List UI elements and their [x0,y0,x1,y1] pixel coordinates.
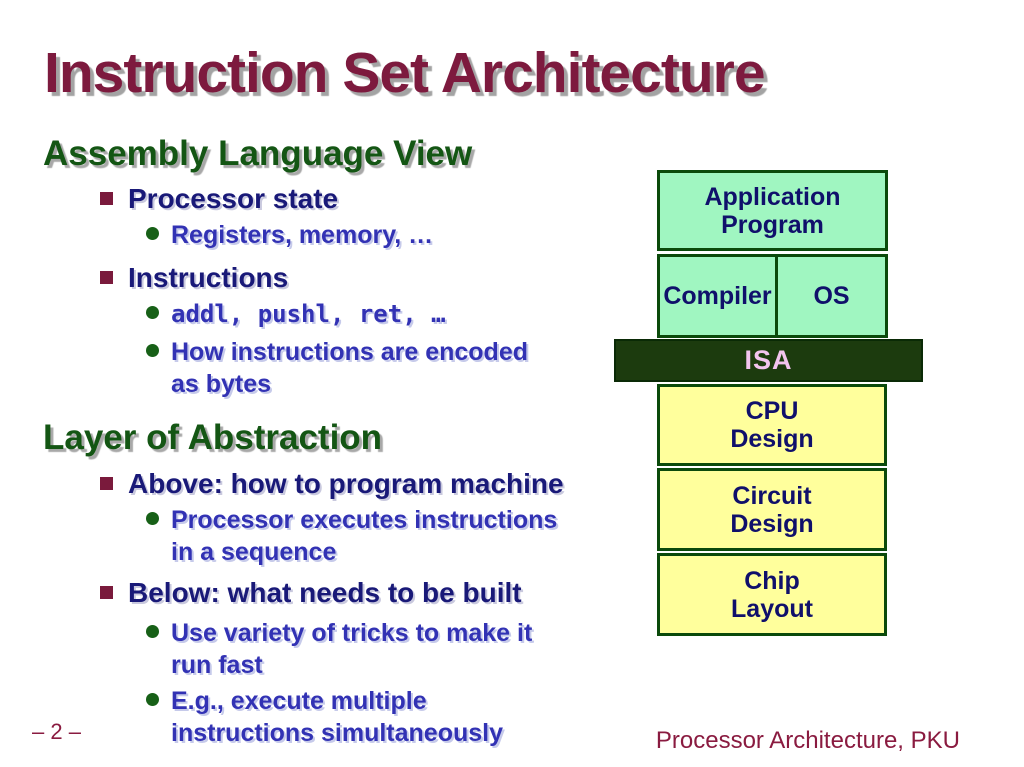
box-label: CPU Design [730,397,814,453]
subbullet-how-encoded: How instructions are encoded as bytes [146,336,528,400]
subbullet-text: Processor executes instructions in a seq… [171,506,558,566]
page-number: – 2 – [32,719,81,744]
square-bullet-icon [100,477,113,490]
circle-bullet-icon [146,344,159,357]
subbullet-text: How instructions are encoded as bytes [171,338,529,398]
circle-bullet-icon [146,693,159,706]
box-chip-layout: Chip Layout [657,553,887,636]
bullet-text: Below: what needs to be built [128,577,522,608]
circle-bullet-icon [146,625,159,638]
subbullet-registers-memory: Registers, memory, … [146,219,433,251]
box-label: Application Program [704,182,841,239]
subbullet-text: E.g., execute multiple instructions simu… [171,687,504,747]
square-bullet-icon [100,586,113,599]
box-os: OS [776,254,888,338]
box-label: Compiler [663,281,772,310]
subbullet-use-variety: Use variety of tricks to make it run fas… [146,617,532,681]
bullet-text: Instructions [128,262,289,293]
circle-bullet-icon [146,306,159,319]
box-label: Chip Layout [731,566,813,623]
bullet-processor-state: Processor state [100,183,338,214]
subbullet-text-code: addl, pushl, ret, … [171,300,446,328]
box-compiler: Compiler [657,254,778,338]
box-application-program: Application Program [657,170,888,251]
bullet-text: Processor state [128,183,339,214]
circle-bullet-icon [146,512,159,525]
subbullet-text: Use variety of tricks to make it run fas… [171,619,533,679]
page-title: Instruction Set Architecture [44,41,766,105]
box-circuit-design: Circuit Design [657,468,887,551]
box-label: OS [813,281,850,310]
bullet-below: Below: what needs to be built [100,577,522,608]
box-label: Circuit Design [730,481,814,538]
bullet-text: Above: how to program machine [128,468,564,499]
footer-course-label: Processor Architecture, PKU [655,727,960,754]
bullet-instructions: Instructions [100,262,288,293]
section-heading-assembly-language-view: Assembly Language View [43,134,473,173]
box-cpu-design: CPU Design [657,384,887,466]
subbullet-text: Registers, memory, … [171,221,434,249]
subbullet-addl-pushl-ret: addl, pushl, ret, … [146,298,446,330]
isa-label: ISA [744,345,793,375]
circle-bullet-icon [146,227,159,240]
square-bullet-icon [100,271,113,284]
subbullet-execute-multiple: E.g., execute multiple instructions simu… [146,685,503,749]
square-bullet-icon [100,192,113,205]
section-heading-layer-of-abstraction: Layer of Abstraction [43,418,383,457]
compiler-os-row: Compiler OS [657,254,888,338]
isa-bar: ISA [614,339,923,382]
subbullet-processor-executes: Processor executes instructions in a seq… [146,504,557,568]
bullet-above: Above: how to program machine [100,468,564,499]
